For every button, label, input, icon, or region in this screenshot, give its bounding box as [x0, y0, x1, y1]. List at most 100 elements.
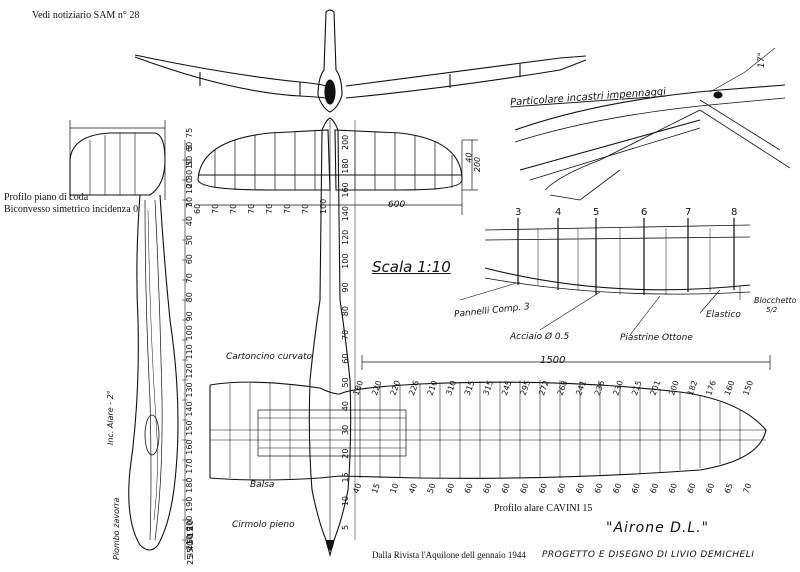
source-note: Vedi notiziario SAM n° 28	[32, 10, 140, 21]
wing-bottom-label-13: 60	[593, 482, 605, 495]
wing-bottom-label-11: 60	[556, 482, 568, 495]
stabilizer-drawing	[197, 129, 478, 215]
label-balsa: Balsa	[250, 480, 275, 490]
wing-rib-detail	[459, 218, 751, 336]
fuselage-ruler-label-5: 100	[341, 253, 350, 268]
tail-ruler-label-19: 190	[185, 497, 194, 512]
tail-ruler-label-13: 130	[185, 382, 194, 397]
tail-profile-line2: Biconvesso simetrico incidenza 0	[4, 204, 139, 215]
wing-bottom-label-16: 60	[649, 482, 661, 495]
wing-chord-label-12: 241	[574, 379, 588, 396]
fuselage-ruler-label-9: 60	[341, 354, 350, 364]
magazine-source: Dalla Rivista l'Aquilone dell gennaio 19…	[372, 550, 526, 560]
wing-profile-label: Profilo alare CAVINI 15	[494, 503, 593, 514]
fuselage-ruler-label-2: 160	[341, 182, 350, 197]
wing-bottom-label-21: 70	[741, 482, 753, 495]
wing-bottom-label-7: 60	[481, 482, 493, 495]
stab-dim-label-0: 7	[185, 203, 194, 208]
wing-chord-label-18: 182	[686, 379, 700, 396]
rib-number-label-3: 6	[641, 207, 647, 218]
wing-bottom-label-6: 60	[463, 482, 475, 495]
stab-rib-label-4: 70	[265, 204, 274, 214]
label-incidence: Inc. Alare - 2°	[106, 390, 115, 445]
top-glider-drawing	[134, 9, 587, 113]
wing-chord-label-0: 180	[351, 379, 365, 396]
tail-bottom-label-5: 25	[186, 555, 195, 565]
stab-rib-label-5: 70	[283, 204, 292, 214]
wing-chord-label-3: 226	[407, 379, 421, 396]
wing-chord-label-20: 160	[723, 379, 737, 396]
tail-ruler-label-15: 150	[185, 420, 194, 435]
main-fuselage	[257, 117, 407, 558]
tail-ruler-label-16: 160	[185, 439, 194, 454]
wing-bottom-label-5: 60	[444, 482, 456, 495]
stab-span-label: 600	[388, 200, 406, 210]
label-block: Blocchetto	[754, 296, 797, 305]
wing-chord-label-14: 230	[611, 379, 625, 396]
fuselage-ruler-label-3: 140	[341, 206, 350, 221]
label-steel: Acciaio Ø 0.5	[510, 332, 570, 342]
tail-ruler-label-17: 170	[185, 459, 194, 474]
stab-rib-label-6: 70	[301, 204, 310, 214]
tail-joint-detail	[514, 47, 791, 201]
tail-profile-title: Profilo piano di coda Biconvesso simetri…	[4, 192, 138, 216]
stab-rib-label-1: 70	[211, 204, 220, 214]
stab-rib-label-3: 70	[247, 204, 256, 214]
fuselage-ruler-label-12: 30	[341, 425, 350, 435]
tail-ruler-label-11: 110	[185, 344, 194, 359]
label-brass: Piastrine Ottone	[620, 333, 693, 343]
stab-rib-label-7: 100	[319, 199, 328, 214]
wing-bottom-label-10: 60	[537, 482, 549, 495]
wing-bottom-label-12: 60	[574, 482, 586, 495]
fuselage-ruler-label-7: 80	[341, 306, 350, 316]
tail-ruler-label-14: 140	[185, 401, 194, 416]
wing-bottom-label-17: 60	[667, 482, 679, 495]
tail-ruler-labels: 5102030405060708090100110120130140150160…	[185, 145, 194, 550]
stab-rib-label-2: 70	[229, 204, 238, 214]
wing-span-label: 1500	[540, 355, 566, 366]
wing-bottom-label-3: 40	[407, 482, 419, 495]
wing-chord-label-13: 236	[593, 379, 607, 396]
tail-ruler-label-4: 40	[185, 216, 194, 226]
wing-chord-label-4: 210	[426, 379, 440, 396]
wing-bottom-label-18: 60	[686, 482, 698, 495]
label-elastic: Elastico	[706, 310, 741, 320]
wing-chord-label-19: 176	[704, 379, 718, 396]
wing-chord-label-21: 150	[741, 379, 755, 396]
fuselage-ruler-label-10: 50	[341, 377, 350, 387]
tail-bottom-label-3: 40	[186, 541, 195, 551]
fuselage-ruler-label-14: 15	[341, 472, 350, 482]
fuselage-ruler-label-4: 120	[341, 230, 350, 245]
tail-ruler-label-12: 120	[185, 363, 194, 378]
tail-ruler-label-5: 50	[185, 235, 194, 245]
wing-chord-label-11: 268	[556, 379, 570, 396]
tail-ruler-label-6: 60	[185, 254, 194, 264]
label-spar: Cirmolo pieno	[232, 520, 295, 530]
rib-number-label-0: 3	[515, 207, 521, 218]
stab-dim-label-3: 50	[185, 156, 194, 166]
fuselage-ruler-label-0: 200	[341, 135, 350, 150]
rib-number-label-4: 7	[685, 207, 691, 218]
tail-ruler-label-9: 90	[185, 311, 194, 321]
tail-ruler-label-10: 100	[185, 325, 194, 340]
fuselage-ruler-label-6: 90	[341, 282, 350, 292]
wing-bottom-label-1: 15	[370, 482, 382, 495]
stab-chord-label: 200	[473, 156, 483, 173]
wing-chord-label-17: 200	[667, 379, 681, 396]
tail-ruler-label-1: 10	[185, 159, 194, 169]
wing-bottom-label-8: 60	[500, 482, 512, 495]
wing-bottom-label-14: 60	[611, 482, 623, 495]
label-block-sub: 5/2	[766, 306, 778, 314]
wing-bottom-label-20: 65	[723, 482, 735, 495]
label-ballast: Piombo zavorra	[112, 497, 121, 560]
tail-ruler-label-3: 30	[185, 197, 194, 207]
tail-fuselage-side	[69, 120, 188, 560]
fuselage-ruler-label-1: 180	[341, 158, 350, 173]
rib-number-label-1: 4	[555, 207, 561, 218]
tail-profile-line1: Profilo piano di coda	[4, 192, 89, 203]
tail-ruler-label-18: 180	[185, 478, 194, 493]
